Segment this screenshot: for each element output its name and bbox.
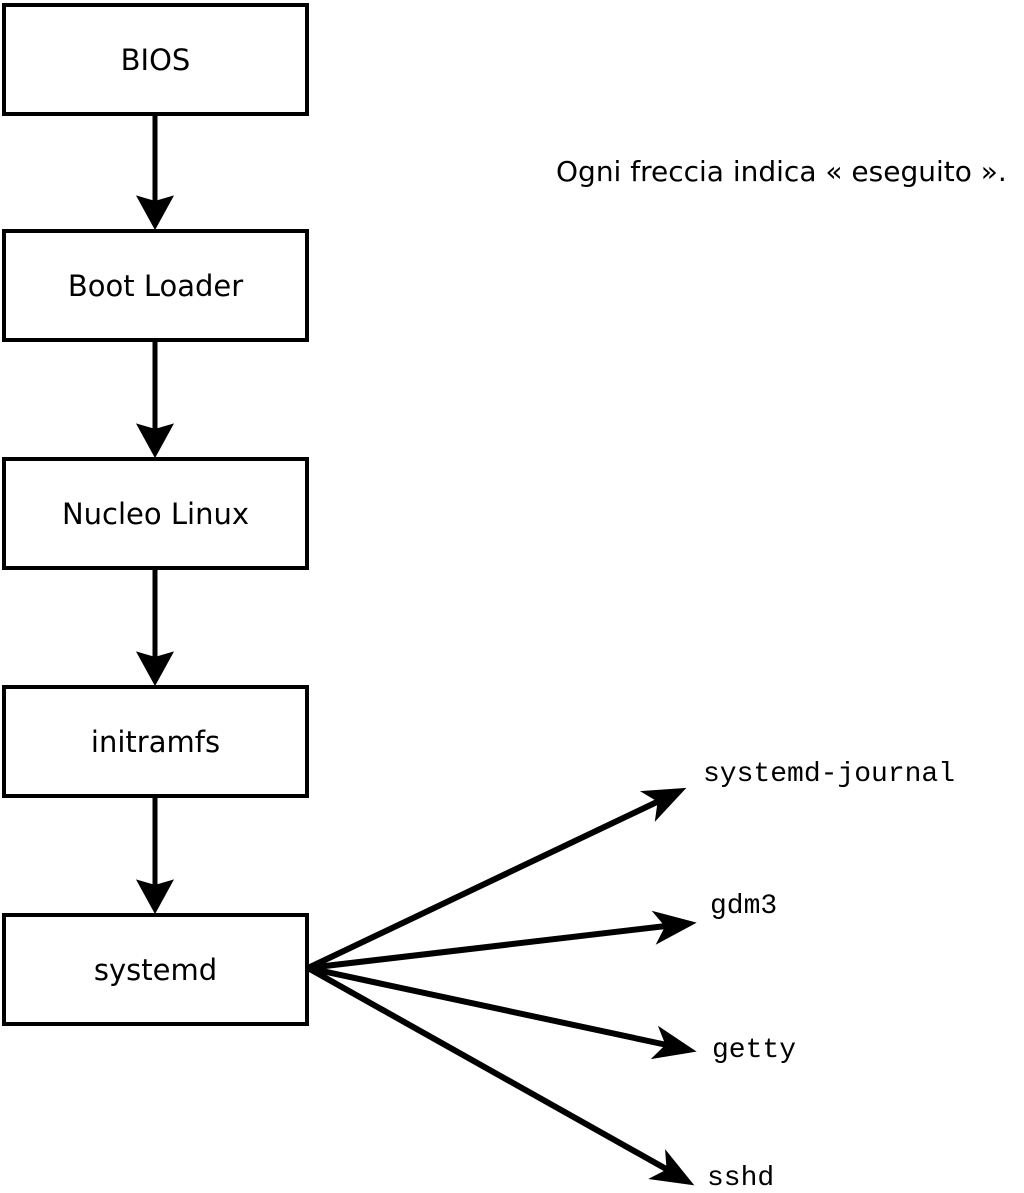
node-linux-kernel: Nucleo Linux — [2, 457, 309, 570]
service-label-gdm3: gdm3 — [710, 891, 778, 922]
service-label-getty: getty — [712, 1035, 797, 1066]
node-boot-loader: Boot Loader — [2, 229, 309, 342]
node-linux-kernel-label: Nucleo Linux — [61, 496, 249, 531]
node-bios-label: BIOS — [120, 42, 191, 77]
node-systemd: systemd — [2, 913, 309, 1026]
arrow-systemd-to-sshd — [306, 965, 695, 1186]
arrow-systemd-to-gdm3 — [307, 910, 697, 971]
node-boot-loader-label: Boot Loader — [67, 268, 244, 303]
node-systemd-label: systemd — [93, 952, 218, 987]
arrow-systemd-to-getty — [307, 965, 697, 1060]
arrow-initramfs-to-systemd — [135, 795, 175, 915]
service-label-systemd-journal: systemd-journal — [703, 759, 956, 790]
node-bios: BIOS — [2, 3, 309, 116]
service-label-sshd: sshd — [707, 1163, 775, 1193]
arrow-kernel-to-initramfs — [135, 567, 175, 687]
node-initramfs-label: initramfs — [90, 724, 221, 759]
arrow-legend-note: Ogni freccia indica « eseguito ». — [556, 155, 1007, 188]
node-initramfs: initramfs — [2, 685, 309, 798]
arrow-bootloader-to-kernel — [135, 340, 175, 459]
arrow-systemd-to-journal — [306, 787, 687, 971]
arrow-bios-to-bootloader — [135, 112, 175, 231]
